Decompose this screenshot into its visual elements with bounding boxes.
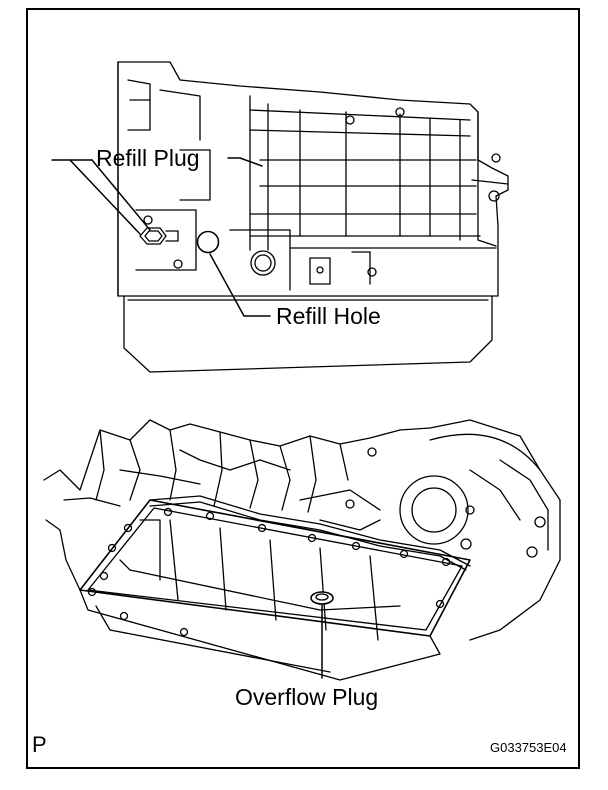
figure-code: G033753E04 [490, 740, 567, 755]
transmission-underside-view [43, 419, 561, 681]
refill-hole-icon [196, 230, 220, 254]
oil-pan [79, 499, 471, 637]
figure-frame [26, 8, 580, 769]
overflow-plug-icon [310, 591, 334, 605]
refill-plug-label: Refill Plug [96, 145, 200, 171]
oil-pan-side [123, 295, 493, 373]
refill-hole-label: Refill Hole [276, 303, 381, 329]
refill-plug-icon [139, 227, 179, 245]
refill-plug-leader [51, 157, 263, 235]
overflow-plug-label: Overflow Plug [235, 684, 379, 710]
refill-hole-leader [209, 253, 271, 317]
corner-letter: P [32, 732, 47, 757]
transmission-side-view [117, 61, 509, 373]
